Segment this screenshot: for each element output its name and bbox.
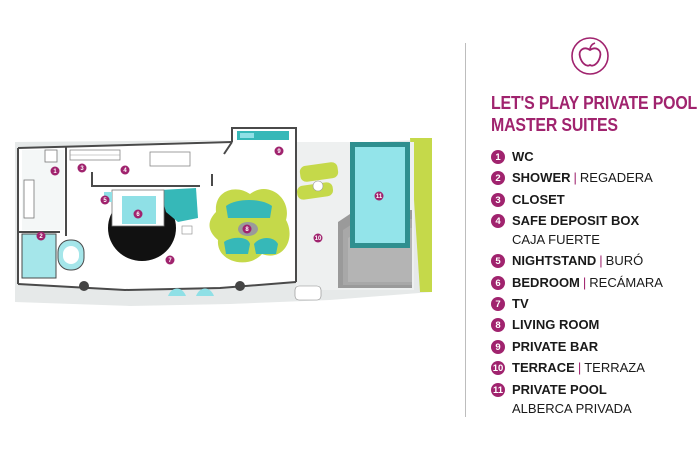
plan-markers: 1 2 3 4 5 6 7 8 9 10 11	[36, 146, 384, 265]
legend-item-bedroom: 6 BEDROOM|RECÁMARA	[491, 275, 663, 291]
bar-counter	[237, 131, 289, 140]
legend-label-spanish: RECÁMARA	[589, 275, 663, 290]
svg-text:4: 4	[123, 168, 127, 174]
shower	[21, 233, 57, 279]
plan-marker: 5	[100, 195, 110, 205]
svg-text:3: 3	[80, 166, 84, 172]
legend-item-tv: 7 TV	[491, 296, 529, 312]
apple-logo-icon	[571, 37, 609, 75]
lounge-chair-1	[168, 288, 186, 296]
svg-text:10: 10	[315, 236, 322, 242]
legend-label-spanish: CAJA FUERTE	[512, 232, 600, 247]
legend-number: 2	[491, 171, 505, 185]
armchair	[224, 237, 250, 254]
legend-title-line-1: LET'S PLAY PRIVATE POOL	[491, 92, 698, 113]
tub-inner	[63, 246, 79, 264]
plan-marker: 2	[36, 231, 46, 241]
walls	[17, 127, 297, 292]
plan-marker: 6	[133, 209, 143, 219]
outdoor-table	[294, 285, 322, 301]
svg-text:8: 8	[245, 227, 249, 233]
legend-label: NIGHTSTAND	[512, 253, 597, 268]
plan-marker: 7	[165, 255, 175, 265]
plan-marker: 11	[374, 191, 384, 201]
plan-marker: 4	[120, 165, 130, 175]
plan-marker: 10	[313, 233, 323, 243]
svg-text:1: 1	[53, 169, 57, 175]
lounge-chair-2	[196, 288, 214, 296]
sunbed-2	[296, 182, 334, 200]
legend-label: CLOSET	[512, 192, 565, 207]
floor-plan: 1 2 3 4 5 6 7 8 9 10 11	[15, 127, 432, 306]
bedroom-accent	[160, 188, 198, 222]
legend-number: 9	[491, 340, 505, 354]
legend-label-spanish: ALBERCA PRIVADA	[512, 401, 632, 416]
legend-item-safe-deposit-box: 4 SAFE DEPOSIT BOX CAJA FUERTE	[491, 213, 639, 248]
legend-item-private-bar: 9 PRIVATE BAR	[491, 339, 598, 355]
legend-title-line-2: MASTER SUITES	[491, 114, 618, 135]
legend-label: SAFE DEPOSIT BOX	[512, 213, 640, 228]
svg-text:5: 5	[103, 198, 107, 204]
legend-label-spanish: TERRAZA	[584, 360, 645, 375]
legend-label: SHOWER	[512, 170, 571, 185]
plan-marker: 9	[274, 146, 284, 156]
legend-number: 7	[491, 297, 505, 311]
side-table	[312, 180, 324, 192]
plan-marker: 1	[50, 166, 60, 176]
sofa	[226, 200, 272, 218]
svg-text:6: 6	[136, 212, 140, 218]
legend-number: 4	[491, 214, 505, 228]
tv-unit	[181, 225, 193, 235]
legend-label: TV	[512, 296, 529, 311]
pool-deck-edge	[410, 138, 432, 292]
plan-marker: 3	[77, 163, 87, 173]
legend-item-terrace: 10 TERRACE|TERRAZA	[491, 360, 645, 375]
planter-2	[235, 281, 245, 291]
svg-text:2: 2	[39, 234, 43, 240]
legend-label-spanish: REGADERA	[579, 170, 653, 185]
legend-number: 6	[491, 276, 505, 290]
legend-item-wc: 1 WC	[491, 149, 534, 165]
legend-label: PRIVATE POOL	[512, 382, 607, 397]
legend-number: 3	[491, 193, 505, 207]
legend-item-private-pool: 11 PRIVATE POOL ALBERCA PRIVADA	[491, 382, 632, 417]
legend-number: 1	[491, 150, 505, 164]
bar-counter-top	[240, 133, 254, 138]
plan-marker: 8	[242, 224, 252, 234]
legend-number: 11	[491, 383, 505, 397]
legend-number: 5	[491, 254, 505, 268]
legend-label: LIVING ROOM	[512, 317, 600, 332]
legend-item-living-room: 8 LIVING ROOM	[491, 317, 599, 333]
svg-text:11: 11	[376, 194, 383, 200]
legend-item-closet: 3 CLOSET	[491, 192, 565, 208]
legend-item-shower: 2 SHOWER|REGADERA	[491, 170, 653, 186]
svg-text:7: 7	[168, 258, 172, 264]
legend-label: BEDROOM	[512, 275, 580, 290]
legend-label: TERRACE	[512, 360, 575, 375]
legend-label-spanish: BURÓ	[605, 253, 644, 268]
sunbed-1	[299, 162, 339, 182]
vanity	[23, 179, 35, 219]
legend-number: 10	[491, 361, 505, 375]
legend-label: WC	[512, 149, 534, 164]
sink-counter	[149, 151, 191, 167]
legend-label: PRIVATE BAR	[512, 339, 599, 354]
planter-1	[79, 281, 89, 291]
svg-text:9: 9	[277, 149, 281, 155]
legend-number: 8	[491, 318, 505, 332]
divider	[465, 43, 466, 417]
wc-fixture	[44, 149, 58, 163]
legend-item-nightstand: 5 NIGHTSTAND|BURÓ	[491, 253, 643, 269]
legend-title: LET'S PLAY PRIVATE POOL MASTER SUITES	[491, 92, 698, 136]
armchair-2	[254, 238, 278, 254]
